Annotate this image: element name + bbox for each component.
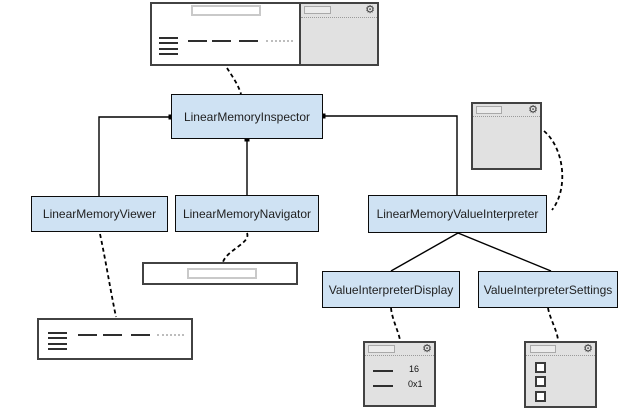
node-value-interpreter-settings: ValueInterpreterSettings [478,271,618,308]
gear-icon: ⚙ [528,104,538,116]
node-linear-memory-inspector: LinearMemoryInspector [171,94,323,139]
interpreter-ui-mockup: ⚙ [471,102,542,170]
checkbox-sketch [535,362,546,373]
settings-ui-mockup: ⚙ [524,341,597,408]
display-ui-mockup: ⚙ 16 0x1 [363,341,436,407]
address-input-sketch [187,268,257,279]
value-line-sketch [373,385,393,387]
gear-icon: ⚙ [422,343,432,355]
inspector-side-panel-sketch: ⚙ [299,4,377,64]
node-linear-memory-viewer: LinearMemoryViewer [31,196,168,232]
viewer-ui-mockup [37,318,193,360]
panel-input-sketch [530,345,556,353]
value-line-sketch [373,370,393,372]
gear-icon: ⚙ [365,4,375,16]
value-label: 0x1 [408,379,423,389]
panel-divider [365,355,434,356]
address-input-sketch [191,5,261,16]
navigator-ui-mockup [142,262,298,285]
panel-input-sketch [368,345,395,353]
node-linear-memory-navigator: LinearMemoryNavigator [175,195,319,232]
inspector-ui-mockup: ⚙ [150,2,379,66]
panel-divider [526,355,595,356]
panel-divider [301,17,377,18]
panel-input-sketch [304,6,331,14]
gear-icon: ⚙ [583,343,593,355]
value-label: 16 [409,364,420,374]
node-value-interpreter-display: ValueInterpreterDisplay [322,271,460,308]
checkbox-sketch [535,376,546,387]
panel-divider [473,116,540,117]
checkbox-sketch [535,391,546,402]
panel-input-sketch [476,106,502,114]
node-linear-memory-value-interpreter: LinearMemoryValueInterpreter [368,195,547,233]
